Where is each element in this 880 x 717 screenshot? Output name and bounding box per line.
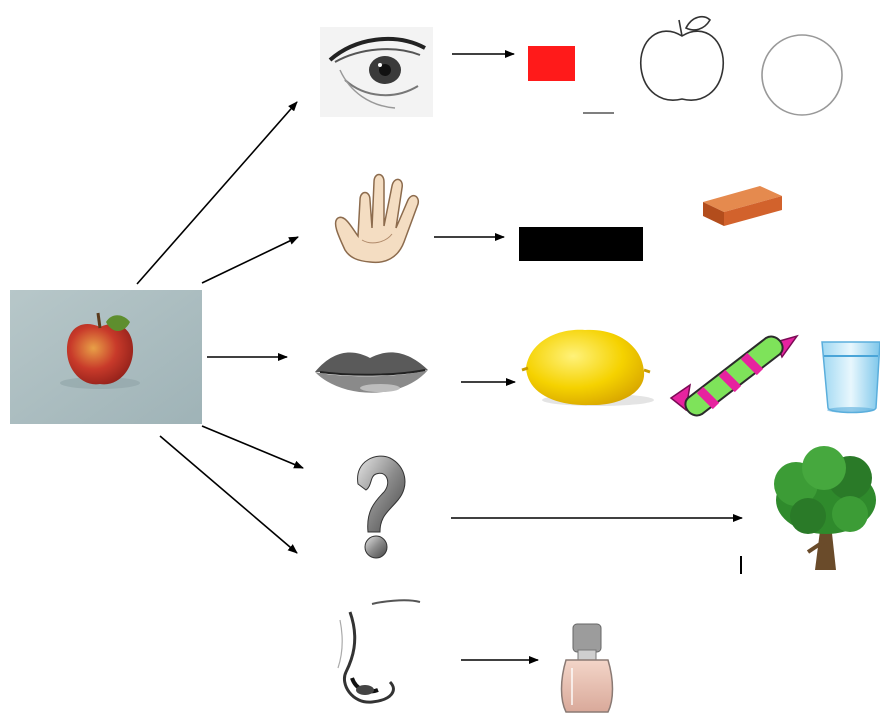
arrow-to-eye <box>136 101 298 285</box>
arrow-to-nose <box>159 435 298 554</box>
nose-icon <box>337 599 421 704</box>
brick-icon <box>703 186 782 226</box>
lips-icon <box>305 330 433 420</box>
arrow-to-hand <box>201 236 299 284</box>
red-rectangle-icon <box>528 46 575 81</box>
apple-photo-icon <box>10 290 202 424</box>
perfume-bottle-icon <box>560 623 614 713</box>
lemon-icon <box>521 329 654 406</box>
candy-icon <box>669 334 799 417</box>
eye-icon <box>320 27 433 117</box>
arrow-to-question <box>201 425 304 469</box>
question-mark-icon <box>357 455 406 559</box>
apple-outline-icon <box>640 15 724 101</box>
circle-outline-icon <box>761 34 843 116</box>
hand-icon <box>334 173 420 264</box>
black-bar-icon <box>519 227 643 261</box>
tree-icon <box>774 446 876 570</box>
arrows-from-apple <box>136 101 304 554</box>
water-glass-icon <box>821 341 880 414</box>
